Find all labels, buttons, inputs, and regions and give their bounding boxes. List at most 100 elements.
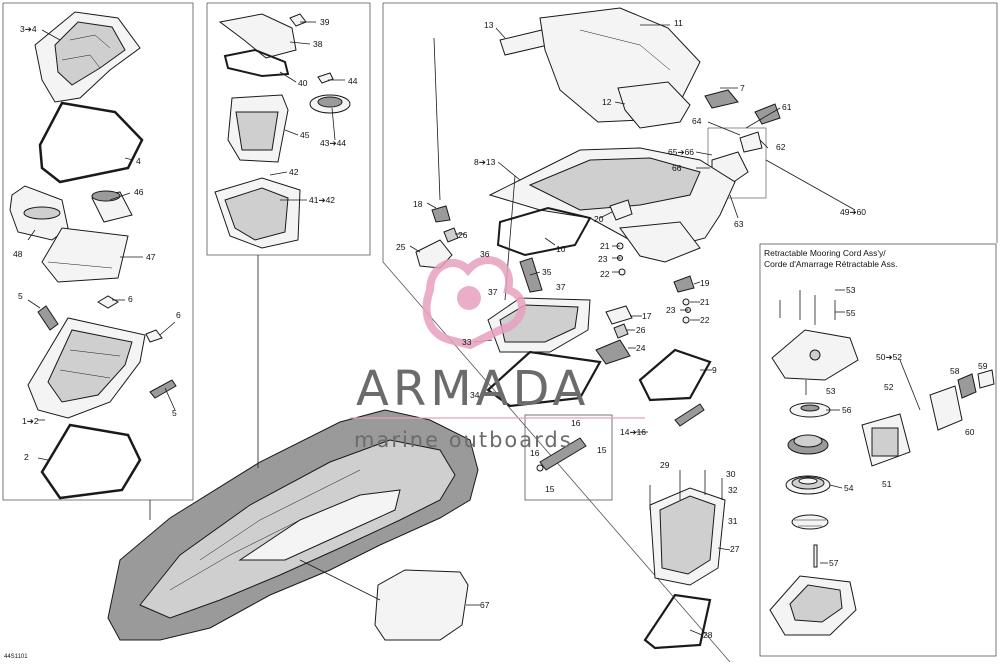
part-bracket-61 <box>754 103 781 125</box>
label-65-66: 65➔66 <box>668 147 694 157</box>
part-hinge-20 <box>609 199 633 221</box>
label-23b: 23 <box>666 305 676 315</box>
label-12: 12 <box>602 97 612 107</box>
part-plate-7 <box>704 89 739 109</box>
label-2: 2 <box>24 452 29 462</box>
label-20: 20 <box>594 214 604 224</box>
part-gear-spring <box>787 434 829 455</box>
part-fastener-22b <box>682 316 690 324</box>
label-60: 60 <box>965 427 975 437</box>
label-48: 48 <box>13 249 23 259</box>
label-16b: 16 <box>530 448 540 458</box>
label-59: 59 <box>978 361 988 371</box>
part-cord-54 <box>785 475 831 495</box>
part-pin-57 <box>813 544 818 568</box>
part-bracket-58 <box>957 373 977 399</box>
part-storage-bin-1 <box>27 317 146 419</box>
label-3-4: 3➔4 <box>20 24 37 34</box>
part-storage-lid-48 <box>9 185 69 241</box>
part-lid-43 <box>309 94 351 114</box>
label-17: 17 <box>642 311 652 321</box>
label-39: 39 <box>320 17 330 27</box>
label-41-42: 41➔42 <box>309 195 335 205</box>
label-32: 32 <box>728 485 738 495</box>
part-drum <box>791 514 829 530</box>
watermark-logo <box>422 256 526 350</box>
part-gasket-40 <box>223 48 290 78</box>
label-6a: 6 <box>128 294 133 304</box>
label-26b: 26 <box>636 325 646 335</box>
part-gasket-34 <box>486 350 602 408</box>
part-clip-6a <box>97 295 119 309</box>
part-gasket-28 <box>643 593 712 650</box>
label-34: 34 <box>470 390 480 400</box>
label-66: 66 <box>672 163 682 173</box>
label-29: 29 <box>660 460 670 470</box>
reference-code: 44S1101 <box>4 654 28 660</box>
label-35: 35 <box>542 267 552 277</box>
part-bezel-60 <box>929 385 963 431</box>
frame-middle-panel <box>206 2 371 256</box>
part-container-45 <box>227 94 289 163</box>
part-filter-46 <box>91 190 133 223</box>
label-18: 18 <box>413 199 423 209</box>
label-49-60: 49➔60 <box>840 207 866 217</box>
part-number-labels: 3➔4 4 46 48 47 5 6 6 5 1➔2 2 39 38 40 44… <box>13 17 988 640</box>
label-15b: 15 <box>545 484 555 494</box>
part-bin-41 <box>214 177 301 249</box>
part-bolts-53-55 <box>779 290 836 395</box>
label-4: 4 <box>136 156 141 166</box>
label-5b: 5 <box>172 408 177 418</box>
label-61: 61 <box>782 102 792 112</box>
part-bolts-29-32 <box>649 470 723 510</box>
watermark-subtitle: marine outboards <box>354 428 573 452</box>
part-clip-6b <box>145 329 163 343</box>
label-42: 42 <box>289 167 299 177</box>
label-8-13: 8➔13 <box>474 157 496 167</box>
part-top-cover <box>34 11 141 103</box>
label-31: 31 <box>728 516 738 526</box>
label-21a: 21 <box>600 241 610 251</box>
part-storage-27 <box>649 487 726 586</box>
label-51: 51 <box>882 479 892 489</box>
label-47: 47 <box>146 252 156 262</box>
part-spring-14 <box>536 403 705 472</box>
label-22a: 22 <box>600 269 610 279</box>
label-24: 24 <box>636 343 646 353</box>
watermark-title: ARMADA <box>356 361 589 417</box>
label-40: 40 <box>298 78 308 88</box>
retractable-title-fr: Corde d'Amarrage Rétractable Ass. <box>764 259 897 269</box>
label-23a: 23 <box>598 254 608 264</box>
label-52: 52 <box>884 382 894 392</box>
label-67: 67 <box>480 600 490 610</box>
label-50-52: 50➔52 <box>876 352 902 362</box>
part-cushion-67 <box>374 569 469 641</box>
label-53b: 53 <box>826 386 836 396</box>
part-clip-5b <box>149 379 177 399</box>
part-clip-26a <box>443 227 459 243</box>
part-gasket-10 <box>496 206 592 257</box>
label-33: 33 <box>462 337 472 347</box>
label-11: 11 <box>674 18 683 28</box>
part-latch-19 <box>673 275 695 293</box>
label-9: 9 <box>712 365 717 375</box>
part-clip-5a <box>37 305 59 331</box>
label-37b: 37 <box>556 282 566 292</box>
label-55: 55 <box>846 308 856 318</box>
part-gasket-2 <box>40 423 142 500</box>
part-clip-26b <box>613 323 629 339</box>
part-guide-50 <box>861 413 911 467</box>
frame-retractable-box <box>759 243 997 657</box>
label-19: 19 <box>700 278 710 288</box>
label-13: 13 <box>484 20 494 30</box>
retractable-title-en: Retractable Mooring Cord Ass'y/ <box>764 248 886 258</box>
label-27: 27 <box>730 544 740 554</box>
part-clamp-62 <box>739 131 763 153</box>
label-43-44: 43➔44 <box>320 138 346 148</box>
label-1-2: 1➔2 <box>22 416 39 426</box>
label-38: 38 <box>313 39 323 49</box>
part-fastener-21b <box>682 298 690 306</box>
label-58: 58 <box>950 366 960 376</box>
label-25: 25 <box>396 242 406 252</box>
